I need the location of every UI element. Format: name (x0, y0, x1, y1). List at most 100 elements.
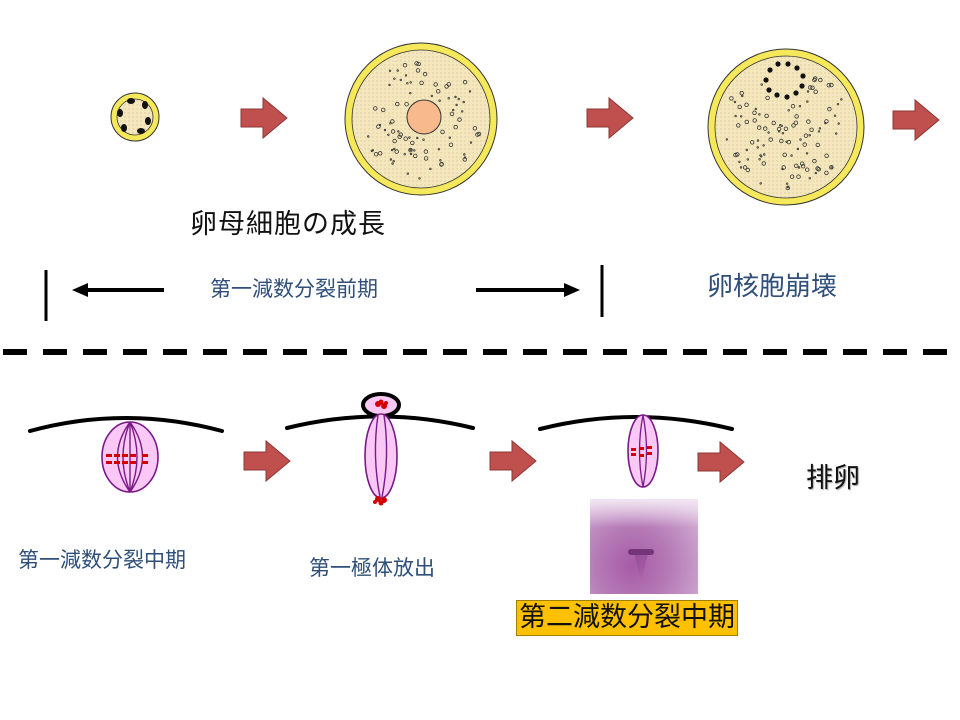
oocyte-growth-label: 卵母細胞の成長 (190, 209, 386, 240)
yolk-granule (818, 127, 822, 130)
yolk-granule (393, 77, 396, 80)
yolk-granule (760, 155, 763, 158)
yolk-granule (381, 107, 386, 113)
yolk-granule (462, 100, 465, 104)
yolk-granule (815, 166, 820, 171)
yolk-granule (416, 61, 421, 67)
yolk-granule (403, 152, 406, 156)
ovulation-label: 排卵 (806, 463, 860, 494)
yolk-granule (805, 167, 810, 172)
yolk-granule (818, 77, 823, 83)
yolk-granule (439, 159, 442, 162)
yolk-granule (408, 136, 411, 139)
yolk-granule (436, 89, 441, 94)
yolk-granule (725, 138, 729, 141)
yolk-granule (419, 80, 424, 86)
chromatin-clumps (117, 98, 151, 134)
yolk-granule (398, 132, 403, 137)
yolk-granule (734, 114, 737, 118)
yolk-granule (462, 157, 467, 162)
yolk-granule (765, 95, 770, 101)
yolk-granule (462, 79, 468, 85)
yolk-granule (429, 167, 432, 171)
yolk-granule (739, 90, 744, 96)
yolk-granule (756, 146, 759, 149)
yolk-granule (806, 119, 811, 124)
yolk-granule (392, 138, 397, 144)
yolk-granule (453, 124, 458, 130)
metaphase-2-label: 第二減数分裂中期 (516, 600, 738, 636)
yolk-granule (452, 108, 455, 112)
yolk-granule (835, 132, 838, 135)
yolk-granule (737, 104, 742, 110)
yolk-granule (438, 99, 441, 102)
yolk-granule (742, 165, 748, 170)
yolk-granule (761, 161, 766, 166)
yolk-granule (475, 132, 480, 137)
yolk-granule (373, 106, 378, 111)
polar-body-label: 第一極体放出 (309, 556, 435, 580)
yolk-granule (449, 111, 455, 117)
yolk-granule (739, 166, 743, 169)
yolk-granule (779, 138, 784, 144)
yolk-granule (729, 96, 734, 101)
yolk-granule (808, 133, 811, 137)
yolk-granule (782, 152, 787, 157)
yolk-granule (389, 122, 392, 125)
yolk-granule (389, 158, 393, 161)
yolk-granule (833, 114, 837, 117)
yolk-granule (395, 101, 400, 107)
yolk-granule (448, 136, 452, 139)
yolk-granule (767, 131, 770, 134)
yolk-granule (760, 83, 763, 86)
yolk-granule (826, 82, 831, 88)
grown-oocyte (344, 42, 498, 196)
micrograph-spindle (634, 555, 648, 581)
yolk-granule (416, 136, 419, 140)
yolk-granule (391, 162, 394, 165)
yolk-granule (423, 156, 429, 161)
yolk-granule (779, 123, 782, 127)
yolk-granule (403, 136, 408, 141)
yolk-granule (736, 123, 741, 128)
yolk-granule (793, 120, 799, 125)
yolk-granule (752, 118, 757, 123)
yolk-granule (463, 156, 467, 159)
yolk-granule (752, 110, 757, 115)
yolk-granule (409, 81, 412, 84)
yolk-granule (824, 170, 829, 176)
yolk-granule (806, 100, 809, 103)
yolk-granule (785, 182, 789, 185)
yolk-granule (414, 61, 419, 66)
yolk-granule (824, 153, 829, 158)
yolk-granule (397, 130, 400, 133)
yolk-granule (840, 98, 843, 101)
arrow-right-icon (489, 440, 537, 482)
yolk-granule (378, 151, 383, 156)
yolk-granule (409, 148, 412, 152)
yolk-granule (756, 139, 760, 142)
chromosomes (631, 446, 652, 457)
yolk-granule (397, 134, 402, 139)
yolk-granule (469, 141, 473, 144)
yolk-granule (373, 151, 379, 157)
yolk-granule (437, 148, 441, 151)
yolk-granule (790, 103, 796, 109)
yolk-granule (367, 135, 370, 138)
yolk-granule (413, 149, 416, 152)
yolk-granule (815, 142, 820, 148)
yolk-granule (798, 104, 802, 108)
yolk-granule (800, 161, 805, 166)
yolk-granule (783, 126, 789, 131)
yolk-granule (757, 125, 762, 130)
arrow-right-icon (892, 99, 940, 141)
yolk-granule (408, 147, 413, 153)
yolk-granule (423, 149, 429, 154)
yolk-granule (781, 131, 785, 135)
yolk-granule (390, 148, 394, 152)
yolk-granule (404, 101, 409, 107)
yolk-granule (409, 152, 413, 156)
polar-body-extrusion (285, 392, 475, 506)
yolk-granule (786, 139, 792, 145)
yolk-granule (392, 159, 395, 163)
